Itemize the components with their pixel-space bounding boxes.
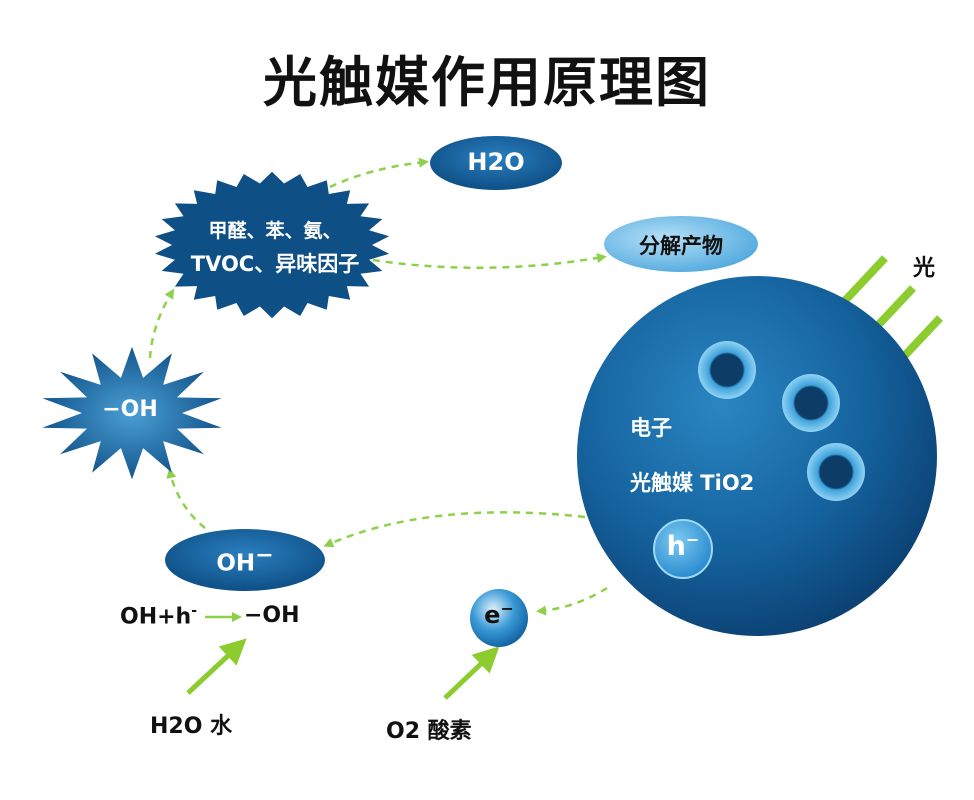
oh-radical-burst-shape xyxy=(42,346,222,480)
reaction-left: OH+h xyxy=(120,604,192,630)
electron-ring-2 xyxy=(782,374,840,432)
catalyst-sphere xyxy=(577,276,937,636)
reaction-sup: - xyxy=(191,603,198,619)
diagram-title: 光触媒作用原理图 xyxy=(263,51,711,114)
electron-label: e− xyxy=(470,599,528,629)
oxygen-label: O2 酸素 xyxy=(386,719,472,744)
pollutants-line-2: TVOC、异味因子 xyxy=(190,252,360,276)
oh-radical-label: −OH xyxy=(102,397,158,422)
hole-sup: − xyxy=(685,530,700,549)
hole-label: h− xyxy=(655,530,711,562)
hydroxide-sup: − xyxy=(255,543,274,568)
sphere-electron-label: 电子 xyxy=(630,416,672,440)
hydroxide-oval xyxy=(165,529,325,591)
h2o-product-label: H2O xyxy=(467,148,525,176)
electron-sup: − xyxy=(500,599,514,618)
electron-ring-1 xyxy=(698,341,756,399)
arrow-pollutant-to-h2o xyxy=(329,157,429,189)
arrow-oh-radical-to-pollutant xyxy=(148,288,175,359)
decomposition-oval xyxy=(604,216,758,272)
arrow-hydroxide-to-oh-radical xyxy=(166,468,206,529)
reaction-equation: OH+h- xyxy=(120,603,197,629)
hole-text: h xyxy=(666,531,686,562)
electron-circle xyxy=(470,589,528,647)
oxygen-arrow xyxy=(443,646,500,700)
hydroxide-text: OH xyxy=(216,550,256,577)
light-label: 光 xyxy=(913,256,936,281)
electron-ring-3 xyxy=(807,443,865,501)
water-arrow xyxy=(186,638,247,695)
water-label: H2O 水 xyxy=(150,714,233,739)
arrow-sphere-to-electron xyxy=(536,586,608,616)
pollutants-line-1: 甲醛、苯、氨、 xyxy=(208,220,342,242)
hydroxide-label: OH− xyxy=(195,543,295,577)
h2o-product-oval xyxy=(430,136,562,190)
electron-text: e xyxy=(484,601,501,629)
sphere-catalyst-label: 光触媒 TiO2 xyxy=(630,471,755,495)
arrow-pollutant-to-products xyxy=(359,253,607,269)
reaction-right: −OH xyxy=(244,603,300,628)
decomposition-label: 分解产物 xyxy=(639,234,723,258)
hole-circle xyxy=(653,519,713,579)
pollutant-cloud-shape xyxy=(154,171,390,319)
arrow-sphere-to-hydroxide xyxy=(323,511,586,548)
